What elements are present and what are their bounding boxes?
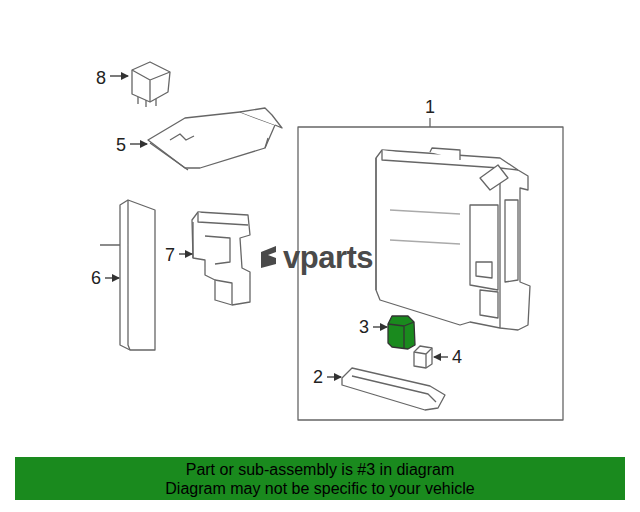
info-banner: Part or sub-assembly is #3 in diagram Di… <box>15 457 625 500</box>
callout-number: 3 <box>359 318 369 336</box>
callout-number: 2 <box>313 368 323 386</box>
callout-number: 7 <box>165 246 175 264</box>
callout-number: 1 <box>425 98 435 116</box>
callout-number: 6 <box>91 269 101 287</box>
watermark: vparts <box>283 242 373 273</box>
banner-text: Part or sub-assembly is #3 in diagram Di… <box>160 460 480 498</box>
callout-number: 4 <box>452 348 462 366</box>
callout-number: 8 <box>96 69 106 87</box>
callout-number: 5 <box>116 136 126 154</box>
